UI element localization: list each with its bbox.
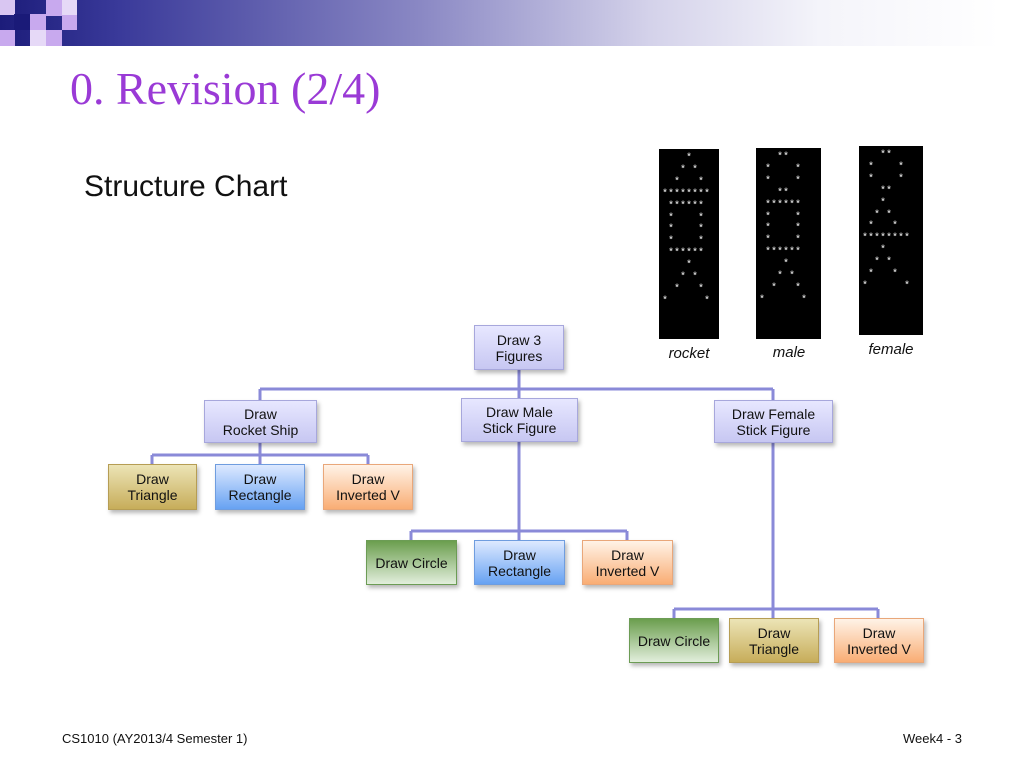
deco-square bbox=[30, 14, 46, 30]
slide-title: 0. Revision (2/4) bbox=[70, 63, 381, 114]
chart-node-draw-inverted-v[interactable]: Draw Inverted V bbox=[323, 464, 413, 510]
deco-square bbox=[62, 0, 77, 15]
chart-node-draw-triangle[interactable]: Draw Triangle bbox=[108, 464, 197, 510]
deco-square bbox=[30, 30, 46, 46]
chart-node-draw-circle[interactable]: Draw Circle bbox=[366, 540, 457, 585]
chart-node-draw-circle[interactable]: Draw Circle bbox=[629, 618, 719, 663]
slide-subtitle: Structure Chart bbox=[84, 170, 288, 203]
chart-node-draw-rectangle[interactable]: Draw Rectangle bbox=[215, 464, 305, 510]
chart-node-draw-inverted-v[interactable]: Draw Inverted V bbox=[582, 540, 673, 585]
chart-node-draw-rectangle[interactable]: Draw Rectangle bbox=[474, 540, 565, 585]
chart-node-draw-male-stick-figure[interactable]: Draw Male Stick Figure bbox=[461, 398, 578, 442]
chart-node-draw-rocket-ship[interactable]: Draw Rocket Ship bbox=[204, 400, 317, 443]
footer-page-number: Week4 - 3 bbox=[902, 731, 962, 746]
chart-node-draw-female-stick-figure[interactable]: Draw Female Stick Figure bbox=[714, 400, 833, 443]
deco-square bbox=[62, 15, 77, 30]
female-caption: female bbox=[868, 341, 914, 358]
header-banner bbox=[0, 0, 1024, 46]
male-caption: male bbox=[772, 344, 806, 361]
footer-course: CS1010 (AY2013/4 Semester 1) bbox=[62, 731, 248, 746]
deco-square bbox=[14, 14, 30, 30]
deco-square bbox=[0, 0, 15, 15]
chart-node-draw-3-figures[interactable]: Draw 3 Figures bbox=[474, 325, 564, 370]
rocket-caption: rocket bbox=[668, 345, 710, 362]
rocket-figure: * * * * * ******** ****** * * * * * * **… bbox=[659, 149, 719, 339]
deco-square bbox=[46, 30, 62, 46]
male-figure: ** * * * * ** ****** * * * * * * ****** … bbox=[756, 148, 821, 339]
deco-square bbox=[46, 0, 62, 16]
chart-node-draw-inverted-v[interactable]: Draw Inverted V bbox=[834, 618, 924, 663]
female-figure: ** * * * * ** * * * * * ******** * * * *… bbox=[859, 146, 923, 335]
chart-node-draw-triangle[interactable]: Draw Triangle bbox=[729, 618, 819, 663]
deco-square bbox=[0, 30, 15, 46]
